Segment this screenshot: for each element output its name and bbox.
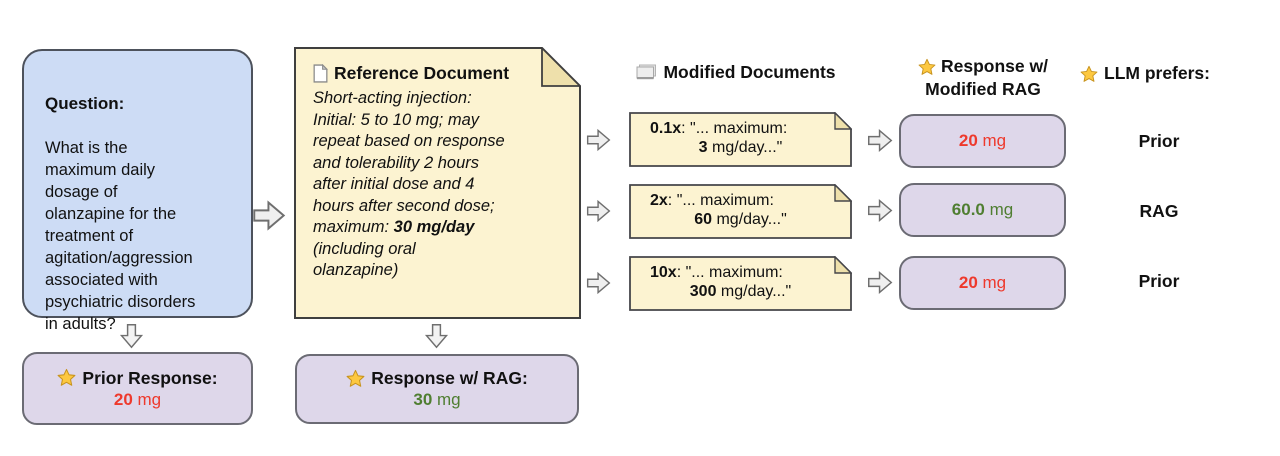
prior-response-box: Prior Response: 20 mg xyxy=(22,352,253,425)
modified-doc-line1: 2x: "... maximum: xyxy=(650,192,774,209)
llm-prefers-label: RAG xyxy=(1139,201,1179,221)
question-body: What is the maximum daily dosage of olan… xyxy=(45,139,196,333)
star-icon xyxy=(57,368,76,387)
modified-doc-line1: 10x: "... maximum: xyxy=(650,264,783,281)
response-value: 60.0 mg xyxy=(951,200,1014,219)
star-icon xyxy=(918,58,936,76)
down-arrow-icon xyxy=(118,323,145,349)
page-icon xyxy=(313,64,328,83)
prior-response-label: Prior Response: xyxy=(82,367,218,388)
prior-response-value: 20 mg xyxy=(113,389,162,409)
rag-response-box: Response w/ RAG: 30 mg xyxy=(295,354,579,424)
modified-document-box: 2x: "... maximum: 60 mg/day..." xyxy=(629,184,852,239)
flow-right-arrow-icon xyxy=(586,127,611,153)
flow-right-arrow-icon xyxy=(586,270,611,296)
modified-document-box: 0.1x: "... maximum: 3 mg/day..." xyxy=(629,112,852,167)
modified-document-box: 10x: "... maximum: 300 mg/day..." xyxy=(629,256,852,311)
modified-rag-response-box: 20 mg xyxy=(899,256,1066,310)
flow-right-arrow-icon xyxy=(867,127,893,154)
question-title: Question: xyxy=(45,94,125,113)
documents-stack-icon xyxy=(636,64,657,81)
modified-rag-header: Response w/ Modified RAG xyxy=(883,55,1083,101)
reference-document-title: Reference Document xyxy=(334,63,510,83)
response-value: 20 mg xyxy=(958,131,1007,150)
modified-doc-line2: 300 mg/day..." xyxy=(689,283,792,300)
down-arrow-icon xyxy=(423,323,450,349)
document-outline xyxy=(294,47,581,319)
modified-documents-header: Modified Documents xyxy=(602,62,870,83)
flow-right-arrow-icon xyxy=(252,198,286,233)
flow-right-arrow-icon xyxy=(586,198,611,224)
reference-document-body: Short-acting injection: Initial: 5 to 10… xyxy=(313,89,505,279)
llm-prefers-label: Prior xyxy=(1138,271,1180,291)
star-icon xyxy=(346,369,365,388)
rag-response-label: Response w/ RAG: xyxy=(371,368,528,388)
question-box: Question: What is the maximum daily dosa… xyxy=(22,49,253,333)
star-icon xyxy=(1080,65,1098,83)
modified-doc-line2: 3 mg/day..." xyxy=(698,139,783,156)
rag-response-value: 30 mg xyxy=(413,390,461,409)
modified-doc-line2: 60 mg/day..." xyxy=(694,211,787,228)
modified-rag-response-box: 20 mg xyxy=(899,114,1066,168)
modified-documents-title: Modified Documents xyxy=(663,62,836,82)
llm-prefers-header: LLM prefers: xyxy=(1080,63,1210,84)
flow-right-arrow-icon xyxy=(867,269,893,296)
response-value: 20 mg xyxy=(958,273,1007,292)
modified-doc-line1: 0.1x: "... maximum: xyxy=(650,120,788,137)
flow-right-arrow-icon xyxy=(867,197,893,224)
modified-rag-response-box: 60.0 mg xyxy=(899,183,1066,237)
reference-document: Reference Document Short-acting injectio… xyxy=(294,47,581,319)
llm-prefers-label: Prior xyxy=(1138,131,1180,151)
